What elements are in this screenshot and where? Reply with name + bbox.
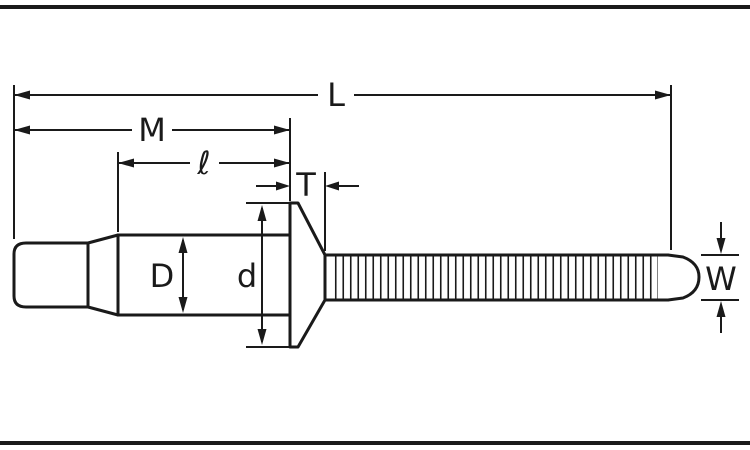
arrowhead-right-inward [325, 181, 339, 191]
dimension-M: M [14, 111, 291, 201]
rivet-body [116, 233, 292, 317]
top-border [0, 5, 750, 9]
rivet-outline [12, 201, 701, 349]
arrowhead-left [14, 125, 30, 135]
dimension-L: L [13, 76, 672, 250]
arrowhead-left-inward [276, 181, 290, 191]
arrowhead-up [178, 237, 188, 253]
dim-label-flange-thickness: T [295, 166, 316, 204]
arrowhead-down [178, 297, 188, 313]
arrowhead-left [14, 90, 30, 100]
arrowhead-up [257, 205, 267, 221]
dim-label-mandrel-diameter: W [705, 260, 737, 298]
arrowhead-right [274, 125, 290, 135]
mandrel-end-cap [12, 241, 90, 309]
taper-top-edge [86, 233, 120, 245]
dim-label-body-diameter: D [150, 257, 175, 295]
mandrel-nose-tip [666, 253, 701, 302]
mandrel-serrations [332, 256, 658, 299]
dimension-D: D [150, 237, 188, 313]
dim-label-flange-diameter: d [237, 257, 257, 295]
arrowhead-left [118, 158, 134, 168]
rivet-flange [288, 201, 327, 349]
dim-label-length-to-flange: M [138, 111, 166, 149]
dim-label-body-length: ℓ [196, 144, 210, 182]
arrowhead-up-inward [716, 301, 726, 317]
dim-label-overall-length: L [327, 76, 345, 114]
dimension-d: d [237, 202, 290, 348]
dimension-ell: ℓ [117, 144, 290, 232]
dimension-W: W [701, 222, 739, 333]
taper-bottom-edge [86, 305, 120, 317]
dimension-T: T [256, 166, 359, 251]
arrowhead-down [257, 329, 267, 345]
arrowhead-right [274, 158, 290, 168]
arrowhead-right [655, 90, 671, 100]
arrowhead-down-inward [716, 238, 726, 254]
bottom-border [0, 441, 750, 445]
